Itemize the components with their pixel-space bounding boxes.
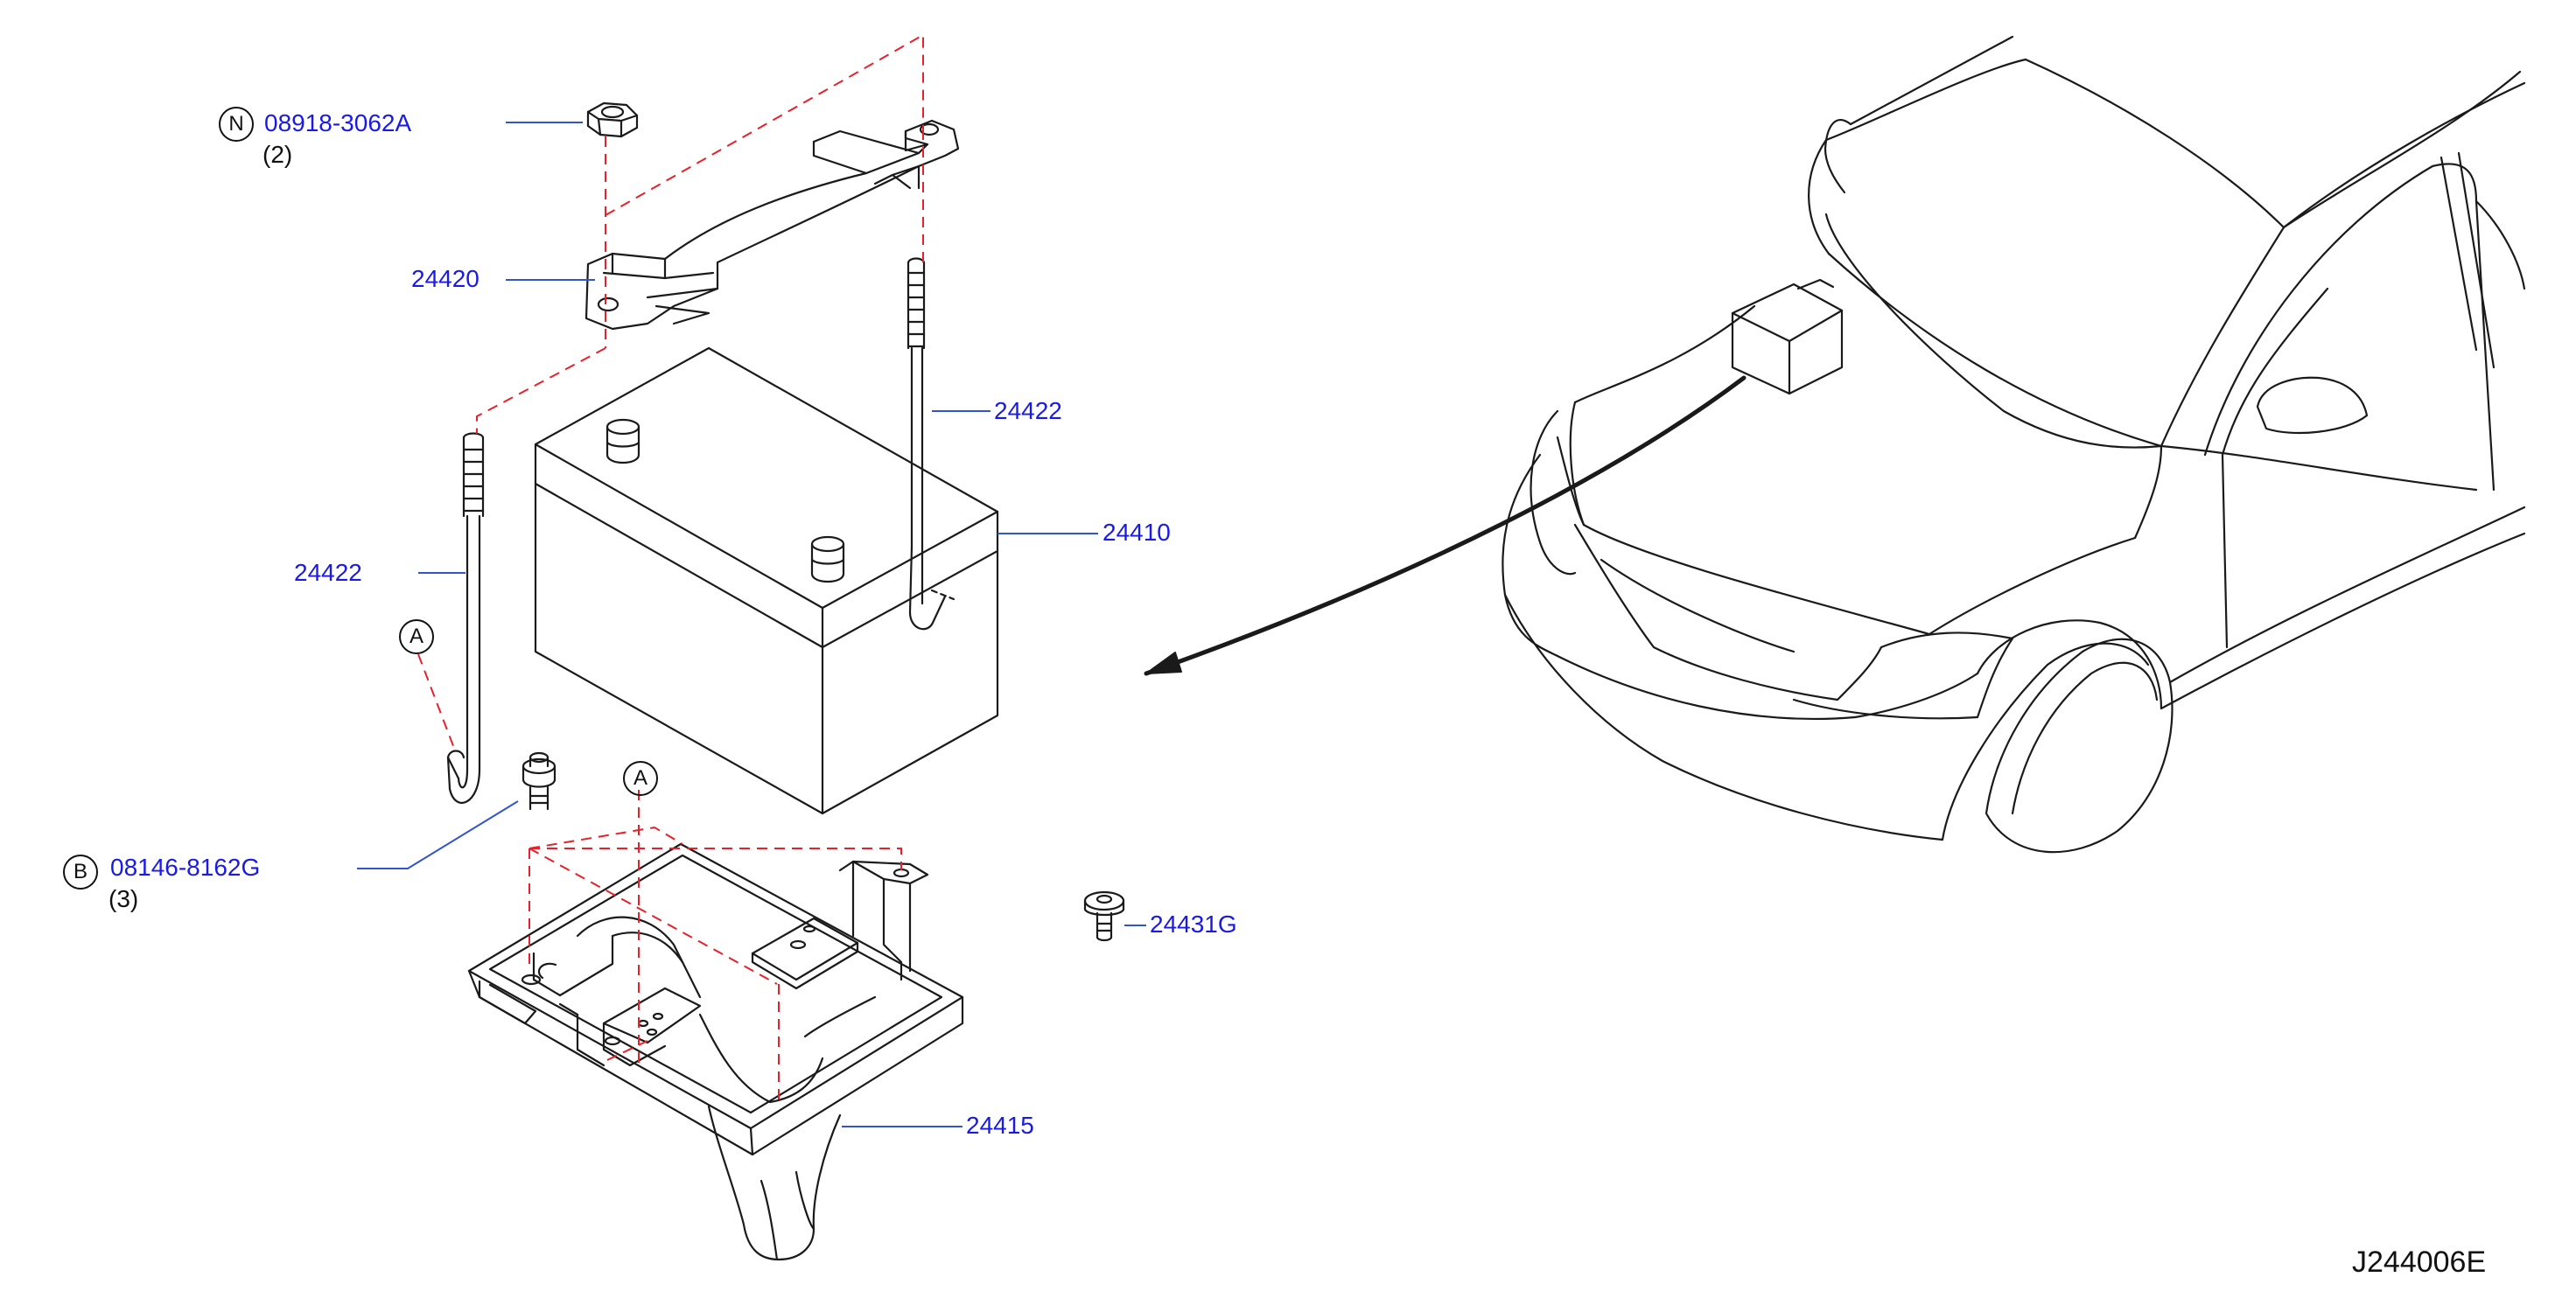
rod-left-part-number[interactable]: 24422: [294, 559, 362, 586]
clip-part: [1083, 890, 1125, 942]
nut-symbol-circle: N: [219, 107, 254, 142]
rod-right-part-number[interactable]: 24422: [994, 397, 1062, 424]
bolt-symbol-circle: B: [63, 855, 98, 890]
reference-a-left-circle: A: [399, 619, 434, 654]
nut-part-number[interactable]: 08918-3062A: [264, 109, 412, 136]
battery-part: [534, 346, 999, 815]
diagram-code: J244006E: [2352, 1246, 2487, 1279]
rod-left-part: [446, 432, 485, 804]
tray-part-number[interactable]: 24415: [966, 1112, 1034, 1139]
bolt-quantity: (3): [108, 885, 139, 912]
bolt-part-number[interactable]: 08146-8162G: [110, 854, 261, 881]
clip-part-number[interactable]: 24431G: [1150, 911, 1237, 938]
vehicle-outline: [1502, 35, 2526, 854]
tray-part: [467, 842, 964, 1261]
bolt-part: [522, 751, 556, 811]
leader-lines: [357, 122, 1146, 1127]
alignment-lines: [417, 33, 924, 1104]
nut-quantity: (2): [262, 141, 293, 168]
reference-a-center-circle: A: [623, 761, 658, 796]
battery-frame-part-number[interactable]: 24420: [411, 265, 480, 292]
nut-part: [586, 101, 639, 138]
battery-frame-part: [584, 119, 960, 331]
rod-right-part: [906, 257, 956, 631]
battery-part-number[interactable]: 24410: [1102, 519, 1171, 546]
